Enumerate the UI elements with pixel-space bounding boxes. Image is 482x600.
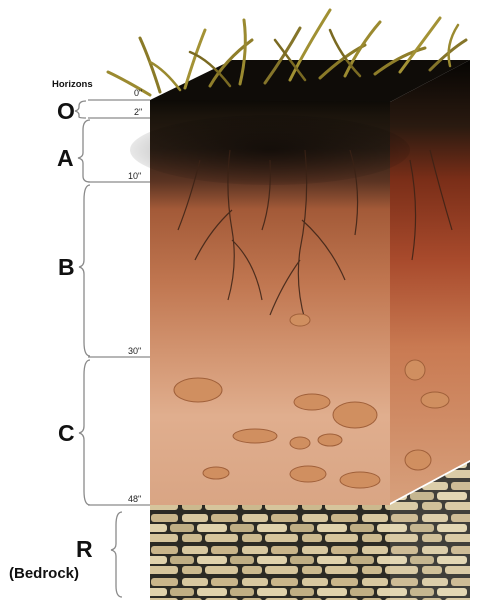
bedrock-front: [150, 505, 390, 600]
depth-mark-0: 0": [134, 88, 142, 98]
depth-mark-10: 10": [128, 171, 141, 181]
horizon-c-label: C: [58, 420, 75, 447]
horizon-r-label: R: [76, 536, 93, 563]
depth-mark-2: 2": [134, 107, 142, 117]
depth-mark-48: 48": [128, 494, 141, 504]
horizon-o-label: O: [57, 98, 75, 125]
depth-mark-30: 30": [128, 346, 141, 356]
horizons-heading: Horizons: [52, 79, 93, 90]
horizon-a-label: A: [57, 145, 74, 172]
horizon-b-label: B: [58, 254, 75, 281]
bedrock-label: (Bedrock): [9, 565, 79, 582]
